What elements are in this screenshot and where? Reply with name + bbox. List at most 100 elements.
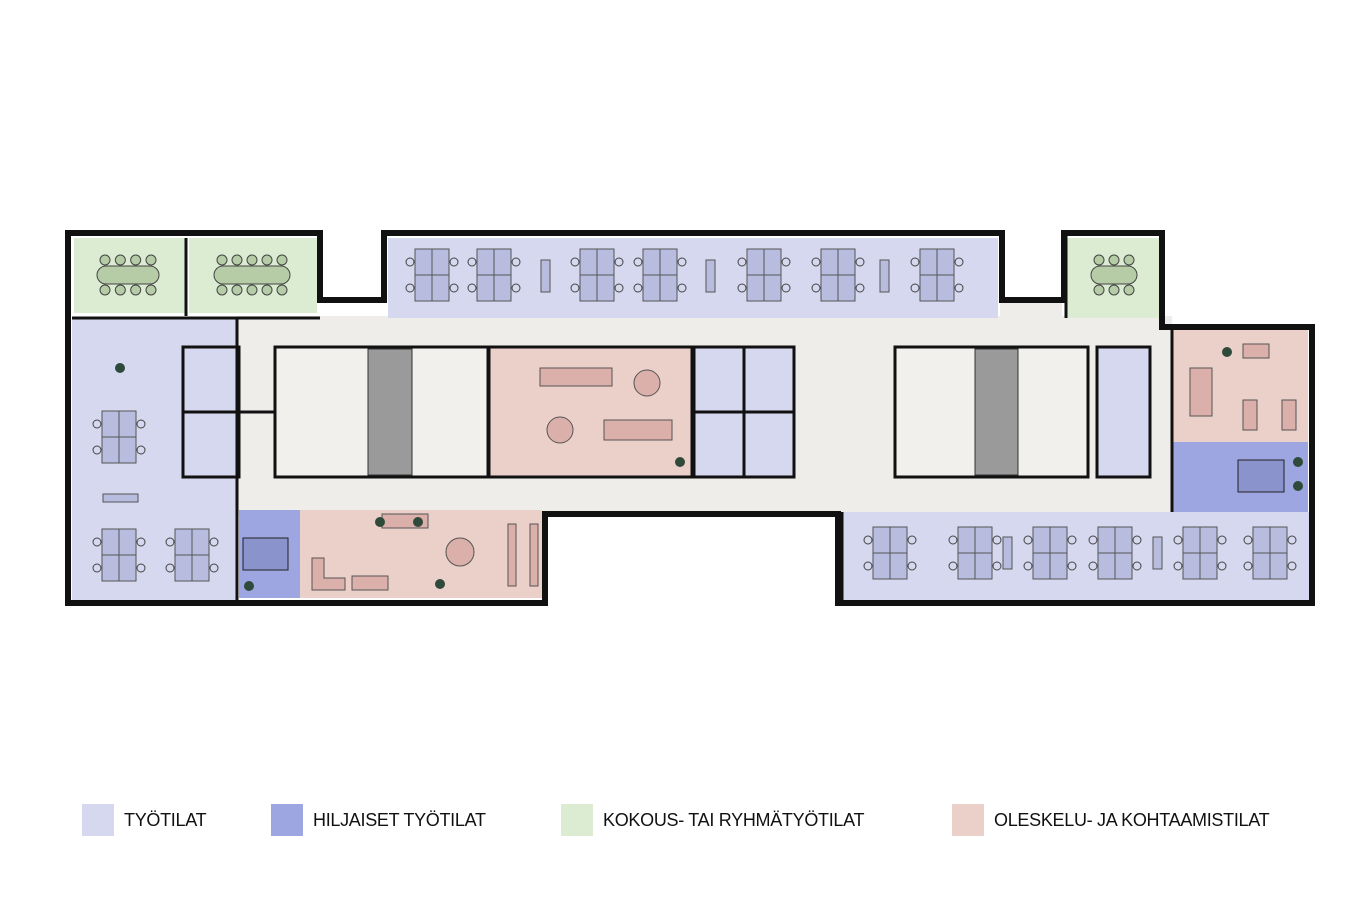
chair (231, 254, 243, 266)
chair (92, 537, 102, 547)
chair (209, 537, 219, 547)
chair (261, 254, 273, 266)
round-table (546, 416, 574, 444)
chair (570, 257, 580, 267)
chair (165, 563, 175, 573)
chair (231, 284, 243, 296)
sofa (1242, 343, 1270, 359)
chair (467, 257, 477, 267)
legend-swatch (271, 804, 303, 836)
legend-swatch (82, 804, 114, 836)
desk-divider (102, 529, 136, 581)
desk-divider (1183, 527, 1217, 579)
chair (948, 535, 958, 545)
chair (136, 537, 146, 547)
chair (855, 257, 865, 267)
chair (954, 257, 964, 267)
desk-divider (1253, 527, 1287, 579)
storage-locker (1152, 536, 1163, 570)
storage-locker (540, 259, 551, 293)
chair (1088, 535, 1098, 545)
legend-item-meeting: KOKOUS- TAI RYHMÄTYÖTILAT (561, 804, 865, 836)
chair (737, 283, 747, 293)
chair (511, 257, 521, 267)
chair (511, 283, 521, 293)
floor-plan (65, 230, 1315, 606)
chair (1093, 254, 1105, 266)
chair (246, 254, 258, 266)
chair (954, 283, 964, 293)
work-zone-bottom-right[interactable] (842, 512, 1310, 600)
kitchen-lounge[interactable] (489, 347, 692, 477)
chair (114, 254, 126, 266)
desk-divider (175, 529, 209, 581)
chair (276, 254, 288, 266)
chair (1132, 535, 1142, 545)
chair (855, 283, 865, 293)
chair (92, 419, 102, 429)
chair (811, 283, 821, 293)
plant-icon (244, 581, 254, 591)
desk-divider (580, 249, 614, 301)
desk-divider (415, 249, 449, 301)
plant-icon (413, 517, 423, 527)
legend-item-quiet-work: HILJAISET TYÖTILAT (271, 804, 486, 836)
chair (910, 257, 920, 267)
chair (1093, 284, 1105, 296)
phone-booth (242, 537, 289, 571)
storage-locker (1002, 536, 1013, 570)
chair (1132, 561, 1142, 571)
exterior-wall (65, 230, 1315, 606)
chair (1108, 254, 1120, 266)
legend-swatch (561, 804, 593, 836)
phone-booth (1237, 459, 1285, 493)
sofa (311, 557, 346, 591)
corridor-zone-right (1000, 300, 1062, 320)
chair (781, 283, 791, 293)
legend-label: HILJAISET TYÖTILAT (313, 809, 486, 830)
chair (1123, 254, 1135, 266)
office-room-right[interactable] (1097, 347, 1150, 477)
desk-divider (747, 249, 781, 301)
chair (570, 283, 580, 293)
chair (614, 283, 624, 293)
chair (99, 254, 111, 266)
chair (1287, 561, 1297, 571)
chair (130, 254, 142, 266)
dining-table (603, 419, 673, 441)
chair (165, 537, 175, 547)
chair (633, 283, 643, 293)
chair (449, 257, 459, 267)
chair (781, 257, 791, 267)
chair (863, 561, 873, 571)
chair (907, 561, 917, 571)
legend-item-work: TYÖTILAT (82, 804, 207, 836)
chair (130, 284, 142, 296)
plant-icon (115, 363, 125, 373)
legend-label: TYÖTILAT (124, 809, 207, 830)
chair (992, 535, 1002, 545)
meeting-table (1090, 265, 1138, 285)
chair (863, 535, 873, 545)
legend-swatch (952, 804, 984, 836)
chair (216, 254, 228, 266)
dining-table (1189, 367, 1213, 417)
chair (1243, 535, 1253, 545)
meeting-table (96, 265, 160, 285)
chair (1023, 561, 1033, 571)
chair (1287, 535, 1297, 545)
chair (1123, 284, 1135, 296)
chair (1173, 535, 1183, 545)
chair (1243, 561, 1253, 571)
plant-icon (1222, 347, 1232, 357)
chair (99, 284, 111, 296)
desk-divider (920, 249, 954, 301)
armchair (1281, 399, 1297, 431)
storage-locker (705, 259, 716, 293)
legend-label: KOKOUS- TAI RYHMÄTYÖTILAT (603, 809, 865, 830)
chair (209, 563, 219, 573)
chair (405, 283, 415, 293)
meeting-table (213, 265, 291, 285)
interior-walls (72, 236, 1174, 603)
desk-divider (477, 249, 511, 301)
